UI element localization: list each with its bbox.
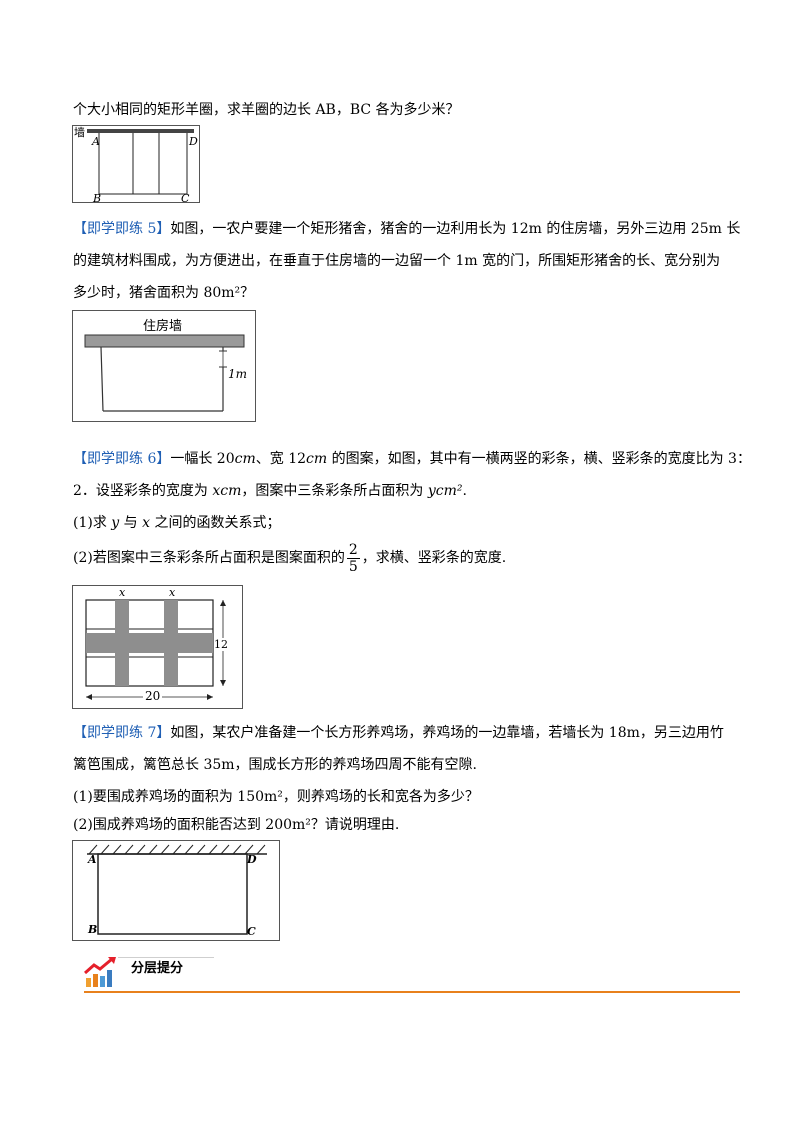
- fraction-denominator: 5: [348, 558, 358, 575]
- sheep-pen-diagram: [87, 129, 194, 195]
- practice-5-tag: 【即学即练 5】: [73, 221, 171, 237]
- q1-text-a: (1)求: [73, 515, 112, 531]
- vertical-stripe-x-label: x: [119, 586, 126, 599]
- q2-text-b: ，求横、竖彩条的宽度.: [361, 550, 507, 566]
- unit-cm: cm: [306, 451, 328, 467]
- practice-7-question-2: (2)围成养鸡场的面积能否达到 200m²？请说明理由.: [73, 817, 400, 833]
- practice-5-text-1: 如图，一农户要建一个矩形猪舍，猪舍的一边利用长为 12m 的住房墙，另外三边用 …: [170, 221, 741, 237]
- practice-5-line-1: 【即学即练 5】如图，一农户要建一个矩形猪舍，猪舍的一边利用长为 12m 的住房…: [73, 219, 740, 239]
- point-c-label: C: [247, 925, 256, 938]
- practice-6-text-1a: 一幅长 20: [170, 451, 235, 467]
- practice-7-line-1: 【即学即练 7】如图，某农户准备建一个长方形养鸡场，养鸡场的一边靠墙，若墙长为 …: [73, 723, 724, 743]
- section-divider: [84, 991, 740, 993]
- practice-7-text-1: 如图，某农户准备建一个长方形养鸡场，养鸡场的一边靠墙，若墙长为 18m，另三边用…: [170, 725, 724, 741]
- door-width-label: 1m: [228, 367, 248, 381]
- q2-text-a: (2)若图案中三条彩条所占面积是图案面积的: [73, 550, 345, 566]
- vertical-stripe-x-label: x: [169, 586, 176, 599]
- practice-6-question-1: (1)求 y 与 x 之间的函数关系式；: [73, 513, 280, 533]
- figure-pig-sty: 住房墙 1m: [72, 310, 256, 422]
- var-xcm: xcm: [212, 483, 242, 499]
- intro-text: 个大小相同的矩形羊圈，求羊圈的边长 AB，BC 各为多少米？: [73, 102, 460, 118]
- fraction-numerator: 2: [346, 541, 360, 559]
- chicken-farm-diagram: [87, 844, 267, 935]
- point-b-label: B: [93, 192, 102, 205]
- practice-7-line-2: 篱笆围成，篱笆总长 35m，围成长方形的养鸡场四周不能有空隙.: [73, 757, 477, 773]
- practice-6-text-1c: 、宽 12: [255, 451, 307, 467]
- house-wall-label: 住房墙: [143, 319, 183, 334]
- height-12-label: 12: [214, 638, 228, 651]
- practice-6-text-2c: ，图案中三条彩条所占面积为: [241, 483, 428, 499]
- practice-6-line-1: 【即学即练 6】一幅长 20cm、宽 12cm 的图案，如图，其中有一横两竖的彩…: [73, 449, 751, 469]
- var-x: x: [142, 515, 151, 531]
- section-title: 分层提分: [131, 961, 184, 976]
- section-underline: [118, 957, 214, 958]
- point-c-label: C: [181, 192, 190, 205]
- figure-ribbon-pattern: x x 12 20: [72, 585, 243, 709]
- growth-chart-icon: [84, 956, 118, 988]
- practice-6-text-2a: 2．设竖彩条的宽度为: [73, 483, 213, 499]
- point-a-label: A: [88, 853, 97, 866]
- practice-6-line-2: 2．设竖彩条的宽度为 xcm，图案中三条彩条所占面积为 ycm².: [73, 481, 467, 501]
- q1-text-e: 之间的函数关系式；: [150, 515, 281, 531]
- q1-text-c: 与: [119, 515, 143, 531]
- wall-label: 墙: [74, 126, 85, 139]
- practice-5-line-3: 多少时，猪舍面积为 80m²？: [73, 285, 255, 301]
- unit-cm: cm: [234, 451, 256, 467]
- point-d-label: D: [189, 135, 198, 148]
- figure-chicken-farm: A D B C: [72, 840, 280, 941]
- point-d-label: D: [247, 853, 257, 866]
- practice-5-line-2: 的建筑材料围成，为方便进出，在垂直于住房墙的一边留一个 1m 宽的门，所围矩形猪…: [73, 253, 721, 269]
- practice-6-text-1e: 的图案，如图，其中有一横两竖的彩条，横、竖彩条的宽度比为 3：: [327, 451, 751, 467]
- point-a-label: A: [92, 135, 100, 148]
- practice-6-text-2e: .: [462, 483, 467, 499]
- pig-sty-diagram: [84, 334, 245, 412]
- point-b-label: B: [88, 923, 98, 936]
- ribbon-pattern-diagram: [85, 599, 226, 700]
- var-y: y: [111, 515, 120, 531]
- width-20-label: 20: [143, 689, 163, 703]
- practice-7-tag: 【即学即练 7】: [73, 725, 171, 741]
- practice-6-tag: 【即学即练 6】: [73, 451, 171, 467]
- var-ycm2: ycm²: [427, 483, 463, 499]
- figure-sheep-pen: 墙 A D B C: [72, 125, 200, 205]
- practice-7-question-1: (1)要围成养鸡场的面积为 150m²，则养鸡场的长和宽各为多少？: [73, 789, 479, 805]
